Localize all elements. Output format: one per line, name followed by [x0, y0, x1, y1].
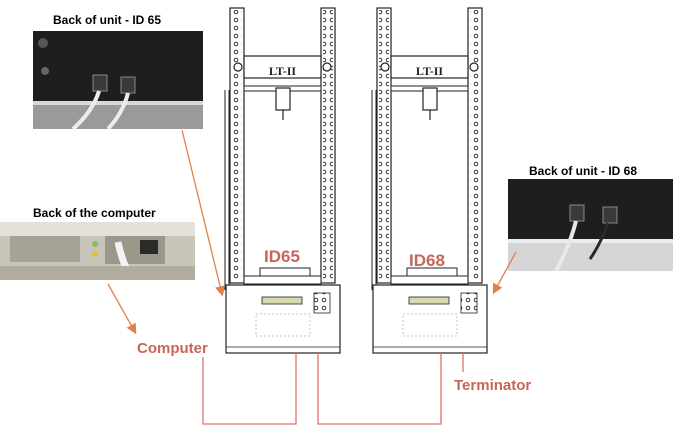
- arrow-computer: [107, 283, 137, 335]
- caption-back-unit-68: Back of unit - ID 68: [529, 164, 638, 178]
- photo-back-unit-65: [33, 31, 203, 129]
- caption-back-computer: Back of the computer: [33, 206, 156, 220]
- label-id68: ID68: [409, 251, 445, 270]
- frame-label-id68: LT-II: [416, 64, 443, 78]
- wire-computer-to-id65: [202, 353, 297, 425]
- test-frame-id68: [371, 7, 488, 354]
- arrow-unit-65: [181, 129, 226, 297]
- test-frame-id65: [224, 7, 341, 354]
- label-terminator: Terminator: [454, 377, 532, 394]
- arrow-unit-68: [492, 251, 517, 295]
- caption-back-unit-65: Back of unit - ID 65: [53, 13, 162, 27]
- photo-back-computer: [0, 222, 195, 280]
- photo-back-unit-68: [508, 179, 673, 271]
- label-computer: Computer: [137, 340, 208, 357]
- frame-label-id65: LT-II: [269, 64, 296, 78]
- label-id65: ID65: [264, 247, 300, 266]
- wire-id65-to-id68: [317, 353, 442, 425]
